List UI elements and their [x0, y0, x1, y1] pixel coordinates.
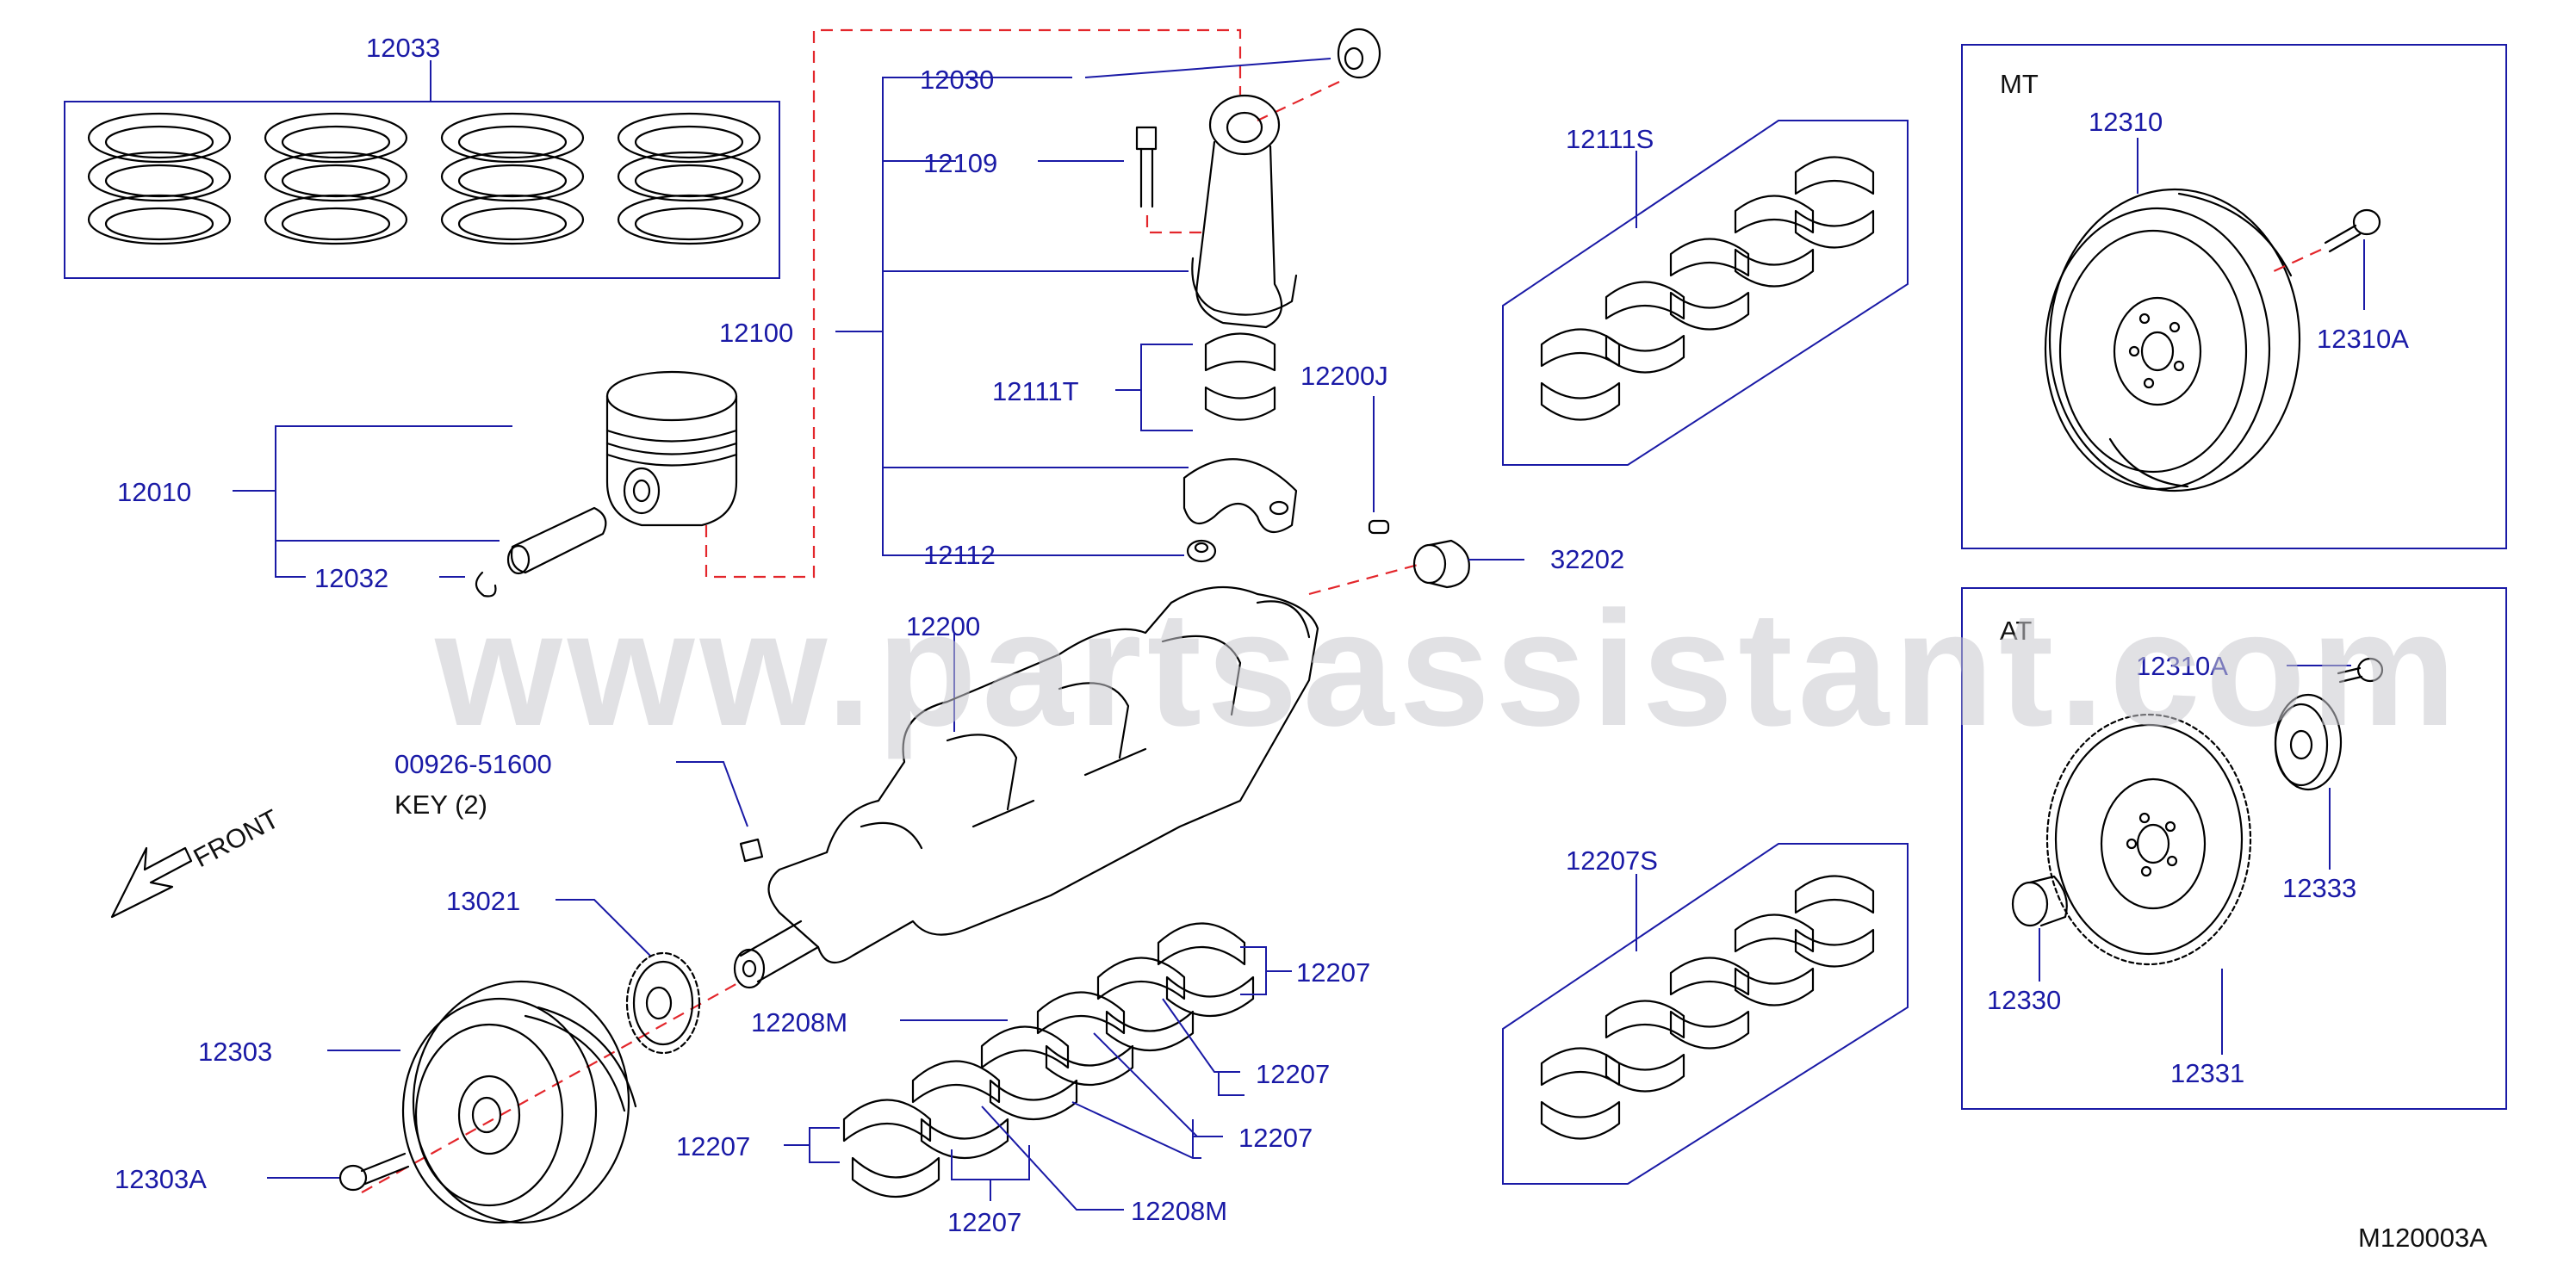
rod-bearing-set-box: [1502, 120, 1909, 466]
label-12310A-mt: 12310A: [2317, 324, 2409, 354]
label-13021: 13021: [446, 886, 520, 916]
crank-sprocket-group: 13021: [446, 886, 701, 1055]
label-12207-c: 12207: [1238, 1123, 1313, 1153]
label-12111S: 12111S: [1566, 124, 1654, 154]
label-12010: 12010: [117, 477, 191, 507]
label-12033: 12033: [366, 33, 440, 63]
label-12200J: 12200J: [1300, 361, 1388, 391]
bracket-12111T: [1140, 344, 1193, 431]
piston-ring-set: 12033: [64, 33, 780, 279]
label-12111T: 12111T: [992, 376, 1079, 406]
label-00926-51600: 00926-51600: [394, 749, 552, 779]
at-title: AT: [2000, 616, 2032, 646]
front-arrow: FRONT: [110, 803, 284, 919]
pilot-bushing: [1412, 539, 1470, 589]
connecting-rod: [1191, 94, 1298, 329]
label-12112: 12112: [923, 540, 996, 570]
mt-flywheel: [2044, 188, 2301, 492]
crankshaft-group: 12200: [361, 562, 1422, 1193]
diagram-code: M120003A: [2358, 1223, 2487, 1253]
main-bearing-set-shells: [1540, 875, 1875, 1140]
label-32202: 32202: [1550, 544, 1624, 574]
label-12331: 12331: [2170, 1058, 2244, 1088]
label-12208M-a: 12208M: [751, 1007, 847, 1037]
crankshaft: [733, 585, 1319, 989]
label-12207-d: 12207: [676, 1131, 750, 1161]
rod-bolt: [1135, 126, 1158, 208]
bracket-12010: [233, 425, 512, 492]
rod-bearing-shells: [1540, 156, 1875, 421]
assembly-dash-line: [705, 28, 1242, 579]
main-bearing-set: 12207S: [1502, 843, 1909, 1185]
ring-stack-4: [617, 112, 761, 245]
at-pilot-converter: [2011, 875, 2068, 927]
label-12030: 12030: [920, 65, 994, 95]
ring-stack-2: [264, 112, 408, 245]
main-bearing-set-box: [1502, 843, 1909, 1185]
label-12208M-b: 12208M: [1131, 1196, 1227, 1226]
piston: [605, 370, 738, 527]
label-12200: 12200: [906, 611, 980, 641]
ring-set-box: [64, 101, 780, 279]
mt-title: MT: [2000, 69, 2039, 99]
bracket-12100: [882, 77, 1072, 556]
watermark: www.partsassistant.com: [434, 578, 2461, 760]
snap-ring: [475, 571, 497, 598]
ring-stack-3: [440, 112, 585, 245]
pulley-bolt: [338, 1152, 410, 1192]
mt-flywheel-bolt: [2324, 208, 2381, 253]
crank-pulley: [401, 980, 637, 1224]
main-bearing-group: 12207 12208M 12207 12207 12208M 12207 12…: [676, 922, 1370, 1237]
label-12330: 12330: [1987, 985, 2061, 1015]
label-12303: 12303: [198, 1037, 272, 1067]
small-end-bushing: [1337, 28, 1381, 79]
drive-plate: [2045, 713, 2252, 966]
mt-flywheel-panel: MT 12310 12310A: [1961, 44, 2507, 549]
label-12207-b: 12207: [1256, 1059, 1330, 1089]
ring-stack-1: [87, 112, 232, 245]
mt-box: [1961, 44, 2507, 549]
crank-sprocket: [625, 951, 701, 1055]
at-driveplate-panel: AT 12310A 12333: [1961, 587, 2507, 1110]
key-quantity-note: KEY (2): [394, 790, 487, 820]
crank-key: [739, 838, 764, 863]
label-12303A: 12303A: [115, 1164, 207, 1194]
label-12310A-at: 12310A: [2136, 651, 2228, 681]
crank-axis-front: [361, 981, 742, 1193]
rod-cap: [1182, 458, 1298, 534]
crank-pulley-group: 12303 12303A: [115, 980, 637, 1224]
main-bearing-shells: [842, 922, 1255, 1198]
piston-group: 12010 12032: [117, 370, 738, 598]
connecting-rod-group: 12030 12109 12100 12112: [719, 28, 1381, 570]
label-12109: 12109: [923, 148, 997, 178]
label-12100: 12100: [719, 318, 793, 348]
at-box: [1961, 587, 2507, 1110]
label-12207S: 12207S: [1566, 845, 1658, 876]
rod-bearing-set: 12111S: [1502, 120, 1909, 466]
reinforcement-plate: [2274, 693, 2343, 791]
front-label: FRONT: [189, 803, 284, 873]
piston-pin: [506, 506, 607, 575]
pilot-bushing-group: 32202 12200J: [1300, 361, 1624, 589]
label-12207-a: 12207: [1296, 957, 1370, 988]
label-12310: 12310: [2089, 107, 2163, 137]
label-12032: 12032: [314, 563, 388, 593]
label-12333: 12333: [2282, 873, 2356, 903]
rod-nut: [1186, 539, 1217, 563]
dowel-pin: [1368, 519, 1390, 535]
label-12207-e: 12207: [947, 1207, 1021, 1237]
at-bolt: [2337, 657, 2384, 684]
rod-bearing-upper: [1204, 332, 1276, 421]
crank-key-group: 00926-51600 KEY (2): [394, 749, 764, 863]
